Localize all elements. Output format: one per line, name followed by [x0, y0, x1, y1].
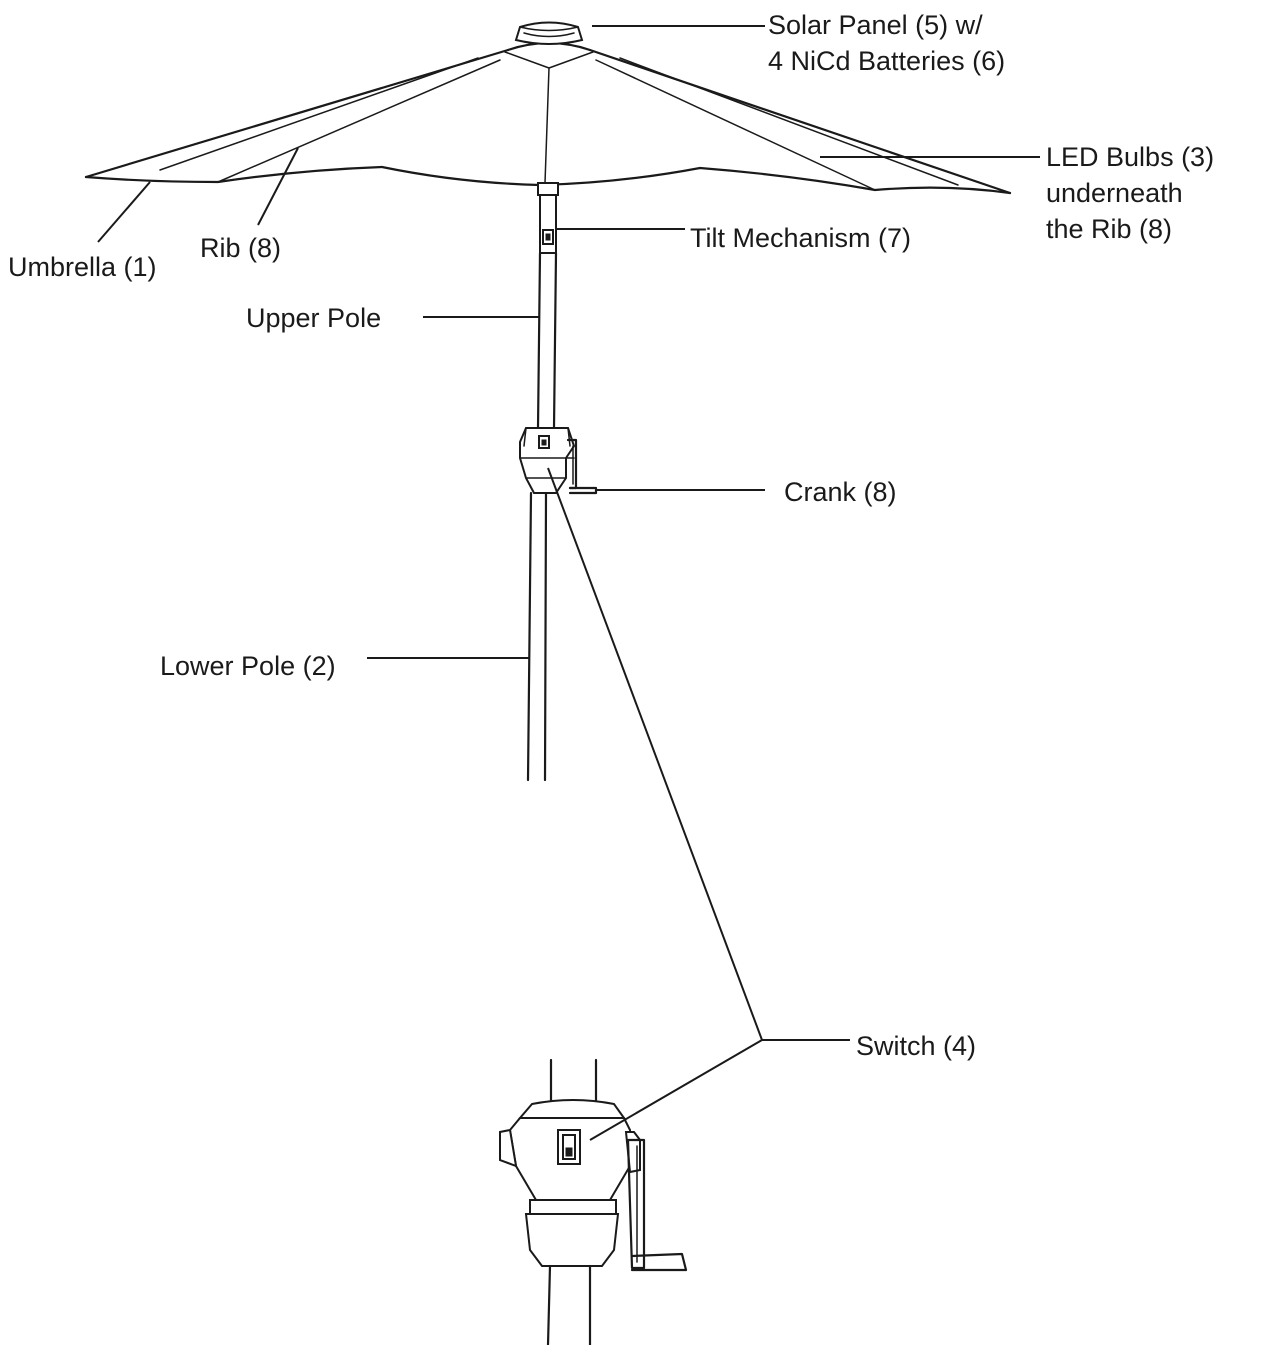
part-labels: Solar Panel (5) w/ 4 NiCd Batteries (6) …	[8, 10, 1214, 1061]
crank-housing	[519, 427, 576, 494]
solar-panel-label-line1: Solar Panel (5) w/	[768, 10, 983, 40]
tilt-mechanism	[537, 182, 559, 254]
led-bulbs-label-line1: LED Bulbs (3)	[1046, 142, 1214, 172]
lower-pole-label: Lower Pole (2)	[160, 651, 336, 681]
upper-pole-label: Upper Pole	[246, 303, 381, 333]
lower-pole	[526, 491, 548, 782]
switch-label: Switch (4)	[856, 1031, 976, 1061]
tilt-mechanism-label: Tilt Mechanism (7)	[690, 223, 911, 253]
upper-pole	[536, 251, 558, 430]
crank-label: Crank (8)	[784, 477, 897, 507]
switch-detail	[499, 1058, 688, 1345]
led-bulbs-label-line3: the Rib (8)	[1046, 214, 1172, 244]
leader-lines	[97, 25, 1040, 1141]
led-bulbs-label-line2: underneath	[1046, 178, 1183, 208]
umbrella-label: Umbrella (1)	[8, 252, 157, 282]
solar-panel	[514, 21, 584, 45]
solar-panel-label-line2: 4 NiCd Batteries (6)	[768, 46, 1005, 76]
rib-label: Rib (8)	[200, 233, 281, 263]
